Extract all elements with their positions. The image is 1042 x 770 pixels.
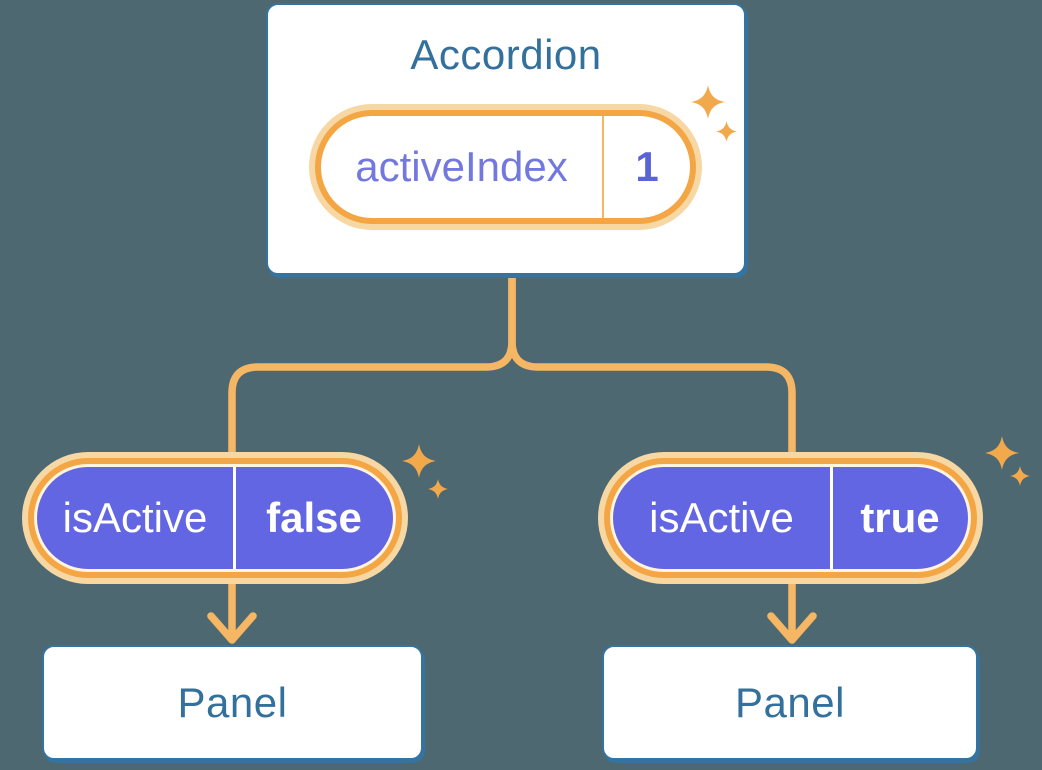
prop-pill-isactive-false: isActive false [22,452,408,584]
state-pill-label: activeIndex [355,143,568,190]
state-pill-value: 1 [635,143,659,190]
prop-pill-body: isActive false [34,464,396,572]
panel-component-card-right: Panel [602,645,978,760]
state-pill: activeIndex 1 [309,104,702,230]
sparkle-icon [691,85,725,119]
prop-pill-body: isActive true [610,464,971,572]
arrow-down-icon [767,612,817,644]
prop-pill-value: false [266,494,362,541]
pill-divider [602,116,604,218]
state-pill-body: activeIndex 1 [321,116,690,218]
sparkle-icon [428,479,448,499]
panel-title: Panel [177,678,288,726]
arrow-down-icon [207,612,257,644]
prop-pill-value: true [860,494,940,541]
panel-component-card-left: Panel [42,645,423,760]
pill-divider [233,467,236,569]
prop-pill-label: isActive [62,494,208,541]
panel-title: Panel [735,678,845,726]
prop-pill-isactive-true: isActive true [598,452,983,584]
sparkle-icon [402,444,436,478]
prop-pill-ring: isActive false [28,458,402,578]
sparkle-icon [985,436,1019,470]
pill-divider [830,467,833,569]
state-pill-ring: activeIndex 1 [315,110,696,224]
prop-pill-label: isActive [649,494,794,541]
accordion-component-card: Accordion activeIndex 1 [266,3,746,275]
sparkle-icon [716,121,737,142]
sparkle-icon [1010,466,1030,486]
accordion-title: Accordion [410,31,602,78]
connector-trunk-right-branch [508,268,796,640]
prop-pill-ring: isActive true [604,458,977,578]
